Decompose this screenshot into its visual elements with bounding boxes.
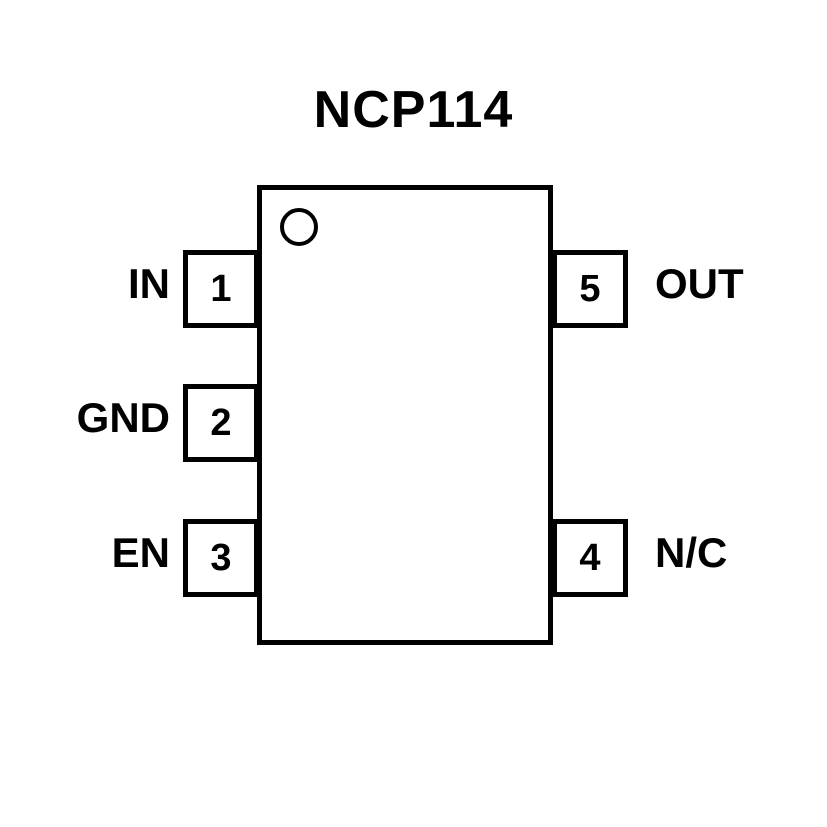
pin-box-4: 4: [552, 519, 628, 597]
pin-label-out: OUT: [655, 260, 744, 307]
pin-number-1: 1: [210, 268, 232, 310]
pin-label-en: EN: [111, 529, 170, 576]
pin-number-2: 2: [210, 402, 232, 444]
pin-box-3: 3: [183, 519, 259, 597]
ic-body: [257, 185, 553, 645]
page-title: NCP114: [313, 81, 514, 139]
pin-number-5: 5: [579, 268, 601, 310]
pin-label-gnd: GND: [76, 394, 170, 441]
pin1-indicator-icon: [280, 208, 318, 246]
pin-box-1: 1: [183, 250, 259, 328]
pin-number-4: 4: [579, 537, 601, 579]
pin-box-5: 5: [552, 250, 628, 328]
pin-box-2: 2: [183, 384, 259, 462]
pin-label-in: IN: [128, 260, 170, 307]
pin-number-3: 3: [210, 537, 232, 579]
pin-label-nc: N/C: [655, 529, 728, 576]
